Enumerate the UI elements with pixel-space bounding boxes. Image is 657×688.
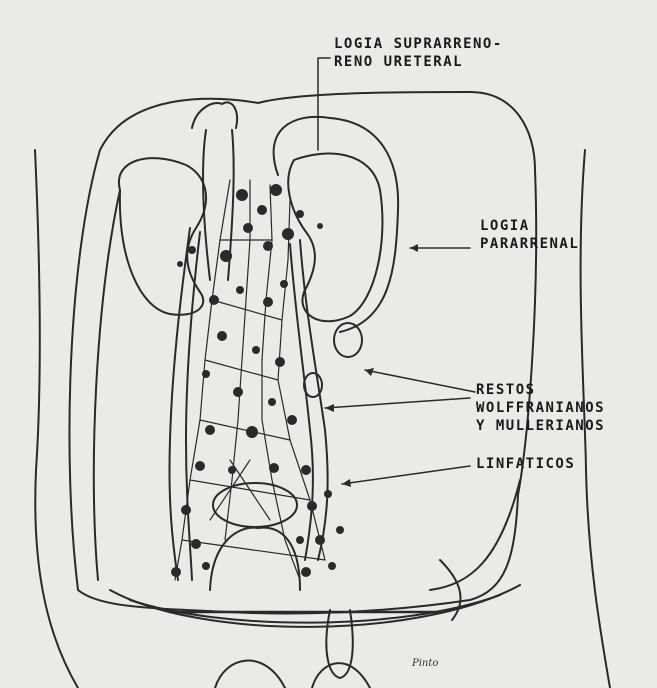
label-logia-pararrenal: LOGIA PARARRENAL — [480, 218, 579, 252]
lower-arc-right — [312, 663, 370, 688]
suprarenal-logia — [274, 117, 399, 332]
label-restos: RESTOS WOLFFRANIANOS Y MULLERIANOS — [476, 382, 605, 434]
spine-top — [192, 102, 237, 128]
arrow-pararrenal — [410, 244, 418, 252]
leader-restos-1 — [365, 370, 475, 392]
leader-linfaticos — [342, 466, 470, 484]
remnant-lower — [304, 373, 322, 397]
label-logia-suprarreno-line2: RENO URETERAL — [334, 54, 503, 70]
inner-cavity — [94, 190, 120, 580]
inner-cavity-right — [430, 480, 520, 590]
testis-outline — [326, 610, 352, 678]
arrow-restos-2 — [325, 404, 334, 412]
artist-signature: Pinto — [412, 658, 438, 669]
right-kidney — [288, 154, 382, 322]
label-restos-line2: WOLFFRANIANOS — [476, 400, 605, 416]
label-restos-line3: Y MULLERIANOS — [476, 418, 605, 434]
label-linfaticos: LINFATICOS — [476, 456, 575, 472]
pelvic-brim-inner — [130, 595, 500, 623]
label-restos-line1: RESTOS — [476, 382, 605, 398]
arrow-linfaticos — [342, 479, 351, 487]
lymph-network — [175, 180, 325, 580]
remnant-upper — [334, 323, 362, 357]
label-logia-pararrenal-line1: LOGIA — [480, 218, 579, 234]
bladder — [213, 483, 297, 527]
cavity-outline — [69, 92, 536, 614]
leader-restos-2 — [325, 398, 470, 408]
lower-arc-left — [215, 661, 285, 688]
left-ureter-2 — [186, 232, 200, 580]
right-ureter — [300, 240, 328, 560]
uterus — [210, 528, 300, 590]
label-logia-pararrenal-line2: PARARRENAL — [480, 236, 579, 252]
label-logia-suprarreno-line1: LOGIA SUPRARRENO- — [334, 36, 503, 52]
leader-suprarreno — [318, 58, 330, 150]
label-logia-suprarreno: LOGIA SUPRARRENO- RENO URETERAL — [334, 36, 503, 70]
torso-left-contour — [35, 150, 78, 688]
